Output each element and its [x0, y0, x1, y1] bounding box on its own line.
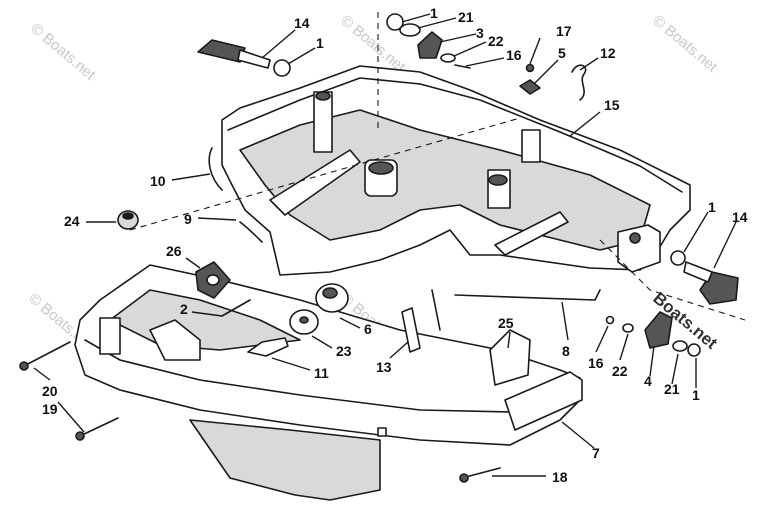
bolt-20 [23, 341, 71, 367]
callout-16-top: 16 [506, 47, 522, 63]
callout-15: 15 [604, 97, 620, 113]
callout-2: 2 [180, 301, 188, 317]
callout-1-top: 1 [430, 5, 438, 21]
leader-lines [33, 13, 737, 477]
grommet-26-hole [206, 274, 220, 286]
bracket-25 [489, 329, 531, 386]
nut-right [670, 250, 686, 266]
pin-2 [221, 299, 251, 317]
lower-cowl-rear-tab [504, 371, 583, 431]
callout-26: 26 [166, 243, 182, 259]
callout-5: 5 [558, 45, 566, 61]
spring-12 [571, 64, 587, 101]
clip-13 [401, 307, 421, 353]
lower-cowl-front-post [99, 317, 121, 355]
clip-5 [519, 79, 541, 95]
watermark-top-right: © Boats.net [649, 12, 721, 76]
callout-1-bottom: 1 [692, 387, 700, 403]
wire-8-left [431, 289, 441, 331]
callout-21-bottom: 21 [664, 381, 680, 397]
lever-left [197, 39, 271, 69]
latch-4 [644, 311, 673, 349]
bracket-top [417, 31, 443, 59]
bolt-18-head [459, 473, 469, 483]
screw-top [454, 64, 471, 69]
upper-cowl-post-left-hole [315, 91, 331, 101]
upper-cowl-post-right-hole [488, 174, 508, 186]
callout-21-top: 21 [458, 9, 474, 25]
lower-cowl-small-square [377, 427, 387, 437]
callout-25: 25 [498, 315, 514, 331]
callout-3: 3 [476, 25, 484, 41]
upper-cowl-rear-bracket-hole [629, 232, 641, 244]
grommet-6-hole [322, 287, 338, 299]
upper-cowl-latch-housing [521, 129, 541, 163]
lever-right-shaft [683, 261, 713, 283]
callout-4: 4 [644, 373, 652, 389]
callout-10: 10 [150, 173, 166, 189]
upper-cowl [221, 65, 691, 276]
grommet-24-hole [122, 212, 134, 220]
watermark-top-left: © Boats.net [27, 20, 99, 84]
callout-19: 19 [42, 401, 58, 417]
upper-cowl-post-left [313, 91, 333, 153]
callout-16-bottom: 16 [588, 355, 604, 371]
callout-22-bottom: 22 [612, 363, 628, 379]
lower-cowl-inner-rib [149, 319, 201, 361]
upper-cowl-rib-left [269, 149, 361, 216]
nut-1-bottom [687, 343, 701, 357]
callout-14-left: 14 [294, 15, 310, 31]
callout-18: 18 [552, 469, 568, 485]
callout-11: 11 [314, 365, 329, 381]
bolt-19 [79, 417, 119, 437]
callout-1-right: 1 [708, 199, 716, 215]
upper-cowl-rear-bracket [617, 224, 661, 273]
callout-12: 12 [600, 45, 616, 61]
bolt-20-head [19, 361, 29, 371]
upper-cowl-rib-right [494, 211, 569, 256]
callout-8: 8 [562, 343, 570, 359]
callout-24: 24 [64, 213, 80, 229]
washer-23-hole [299, 316, 309, 324]
callout-13: 13 [376, 359, 392, 375]
callout-7: 7 [592, 445, 600, 461]
bolt-19-head [75, 431, 85, 441]
screw-17 [525, 63, 535, 73]
callout-9: 9 [184, 211, 192, 227]
callout-22-top: 22 [488, 33, 504, 49]
lower-cowl-skirt [189, 419, 381, 501]
washer-22-bottom [622, 323, 634, 333]
upper-cowl-inner-floor [239, 109, 651, 251]
wire-8 [454, 289, 601, 301]
gasket-10 [208, 147, 223, 191]
alignment-line-right [599, 239, 746, 321]
callout-1-left: 1 [316, 35, 324, 51]
washer-top-small [440, 53, 456, 63]
callout-numbers: 1 21 3 22 17 16 5 12 14 1 15 10 9 24 26 … [42, 5, 748, 485]
callout-14-right: 14 [732, 209, 748, 225]
washer-21-bottom [672, 340, 688, 352]
alignment-line-diagonal [129, 117, 521, 231]
screw-16-bottom [605, 315, 615, 325]
washer-top [399, 23, 421, 37]
nut-top-left [273, 59, 291, 77]
callout-6: 6 [364, 321, 372, 337]
callout-17: 17 [556, 23, 572, 39]
callout-20: 20 [42, 383, 58, 399]
upper-cowl-rim [227, 77, 683, 193]
upper-cowl-center-port [368, 161, 394, 175]
stud-11 [247, 337, 289, 357]
gasket-9 [239, 221, 263, 243]
callout-23: 23 [336, 343, 352, 359]
